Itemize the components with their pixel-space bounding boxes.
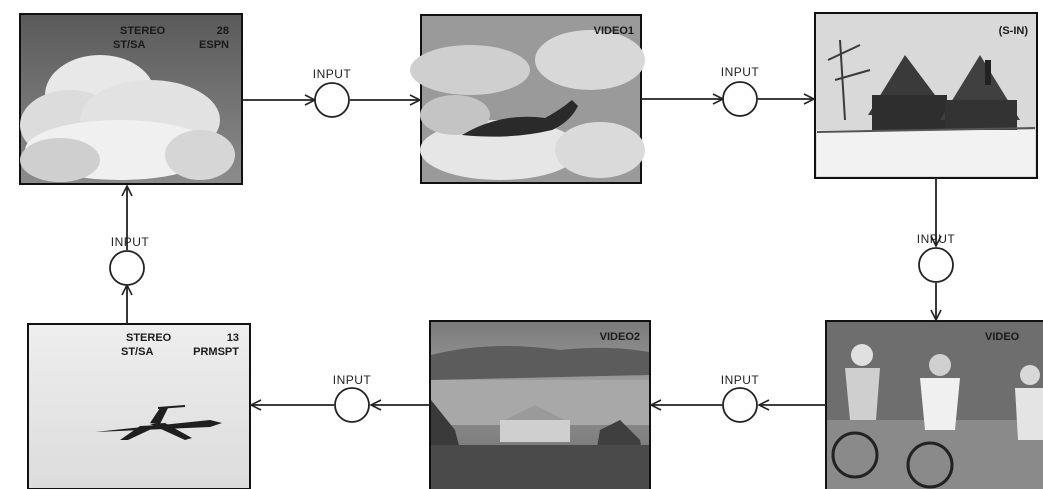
screen-text-line: PRMSPT (193, 346, 239, 358)
screen-text-line: 28 (217, 25, 229, 37)
screen-text-line: ESPN (199, 39, 229, 51)
screen-text-line: STEREO (120, 25, 166, 37)
connections (127, 99, 936, 405)
lake-screen: VIDEO2 (429, 320, 651, 489)
input-button-2[interactable]: INPUT (721, 65, 760, 117)
lake-town-picture (431, 346, 649, 489)
input-button-4[interactable]: INPUT (721, 373, 760, 423)
screen-label: VIDEO1 (594, 25, 634, 37)
input-label: INPUT (313, 67, 352, 81)
input-button-3[interactable]: INPUT (917, 232, 956, 283)
input-label: INPUT (333, 373, 372, 387)
screen-label: (S-IN) (999, 25, 1029, 37)
clouds-picture (20, 55, 235, 182)
cloud-screen: STEREO 28 ST/SA ESPN (19, 13, 243, 185)
input-label: INPUT (721, 373, 760, 387)
circle-button-icon[interactable] (109, 250, 145, 286)
airplane-picture (95, 405, 222, 440)
screen-text-line: ST/SA (113, 39, 145, 51)
seal-screen: VIDEO1 (410, 14, 645, 184)
circle-button-icon[interactable] (334, 387, 370, 423)
house-screen: (S-IN) (814, 12, 1038, 179)
screen-text-line: STEREO (126, 332, 172, 344)
circle-button-icon[interactable] (918, 247, 954, 283)
input-button-5[interactable]: INPUT (333, 373, 372, 423)
input-button-1[interactable]: INPUT (313, 67, 352, 118)
seal-picture (410, 30, 645, 180)
input-label: INPUT (721, 65, 760, 79)
input-label: INPUT (917, 232, 956, 246)
input-button-6[interactable]: INPUT (109, 235, 150, 286)
screen-text-line: 13 (227, 332, 239, 344)
cyclists-picture (827, 344, 1043, 489)
circle-button-icon[interactable] (314, 82, 350, 118)
input-label: INPUT (111, 235, 150, 249)
screen-label: VIDEO2 (600, 331, 640, 343)
plane-screen: STEREO 13 ST/SA PRMSPT (27, 323, 251, 489)
screen-text-line: ST/SA (121, 346, 153, 358)
snowy-house-picture (816, 39, 1036, 176)
circle-button-icon[interactable] (722, 387, 758, 423)
screen-label: VIDEO (985, 331, 1020, 343)
cyclist-screen: VIDEO (825, 320, 1043, 489)
circle-button-icon[interactable] (722, 81, 758, 117)
